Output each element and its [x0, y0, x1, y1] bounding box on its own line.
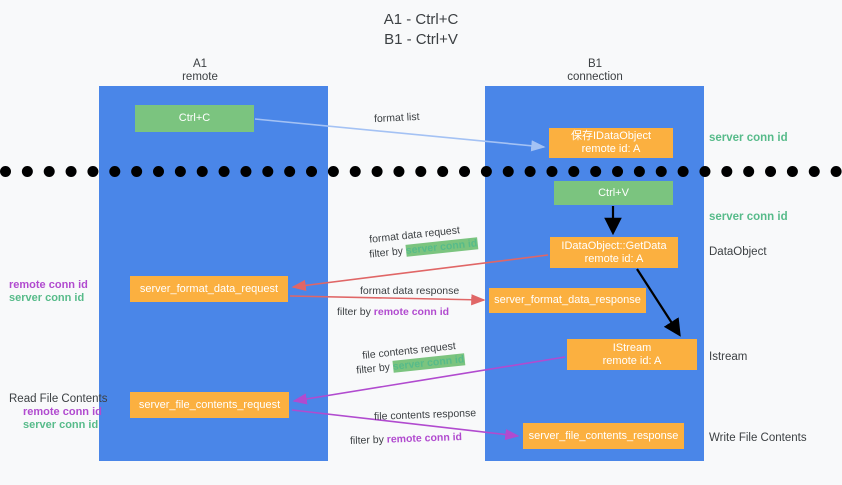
column-a1-subtitle: remote	[182, 71, 218, 83]
filter-value-remote-conn-id: remote conn id	[373, 306, 450, 318]
edge-label-format-data-response-filter: filter by remote conn id	[337, 305, 449, 319]
column-b1-title: B1	[587, 58, 603, 70]
node-ctrl-v-label: Ctrl+V	[598, 186, 629, 199]
node-idataobject[interactable]: 保存IDataObject remote id: A	[549, 128, 673, 158]
annotation-file-remote-conn-id: remote conn id	[23, 406, 102, 418]
annotation-format-remote-conn-id: remote conn id	[9, 279, 88, 291]
node-file-contents-response-label: server_file_contents_response	[528, 429, 679, 442]
phase-divider	[0, 166, 842, 177]
node-getdata-label: IDataObject::GetData	[561, 239, 667, 252]
filter-prefix: filter by	[368, 244, 407, 261]
node-server-file-contents-request[interactable]: server_file_contents_request	[130, 392, 289, 418]
node-server-format-data-request[interactable]: server_format_data_request	[130, 276, 288, 302]
node-getdata-sublabel: remote id: A	[584, 252, 644, 265]
filter-prefix: filter by	[355, 360, 394, 377]
node-ctrl-c-label: Ctrl+C	[178, 112, 211, 124]
edge-label-file-contents-response: file contents response	[373, 407, 477, 423]
node-server-file-contents-response[interactable]: server_file_contents_response	[523, 423, 684, 449]
node-idataobject-label: 保存IDataObject	[570, 130, 652, 142]
node-format-data-response-label: server_format_data_response	[494, 294, 641, 306]
column-a1-title: A1	[192, 58, 208, 70]
annotation-read-file-contents-group: Read File Contents remote conn id server…	[9, 392, 121, 432]
annotation-read-file-contents: Read File Contents	[9, 393, 108, 405]
node-file-contents-request-label: server_file_contents_request	[138, 398, 281, 411]
title-line-2: B1 - Ctrl+V	[384, 31, 458, 48]
node-format-data-request-label: server_format_data_request	[139, 282, 279, 295]
edge-label-format-data-response: format data response	[360, 285, 460, 297]
filter-prefix: filter by	[337, 306, 374, 318]
annotation-format-conn-ids: remote conn id server conn id	[9, 279, 97, 305]
column-header-a1: A1 remote	[135, 58, 265, 84]
node-istream-sublabel: remote id: A	[602, 354, 662, 367]
node-istream-label: IStream	[612, 341, 652, 354]
node-idataobject-getdata[interactable]: IDataObject::GetData remote id: A	[550, 237, 678, 268]
annotation-dataobject: DataObject	[709, 246, 767, 258]
annotation-istream: Istream	[709, 351, 748, 363]
node-istream[interactable]: IStream remote id: A	[567, 339, 697, 370]
node-ctrl-c[interactable]: Ctrl+C	[135, 105, 254, 132]
filter-prefix: filter by	[349, 433, 387, 447]
annotation-format-server-conn-id: server conn id	[9, 292, 85, 304]
annotation-write-file-contents: Write File Contents	[709, 432, 807, 444]
annotation-server-conn-id-top: server conn id	[709, 132, 788, 144]
column-b1-subtitle: connection	[567, 71, 623, 83]
node-idataobject-sublabel: remote id: A	[581, 143, 641, 155]
node-ctrl-v[interactable]: Ctrl+V	[554, 181, 673, 205]
edge-label-format-list: format list	[373, 110, 420, 126]
column-header-b1: B1 connection	[540, 58, 650, 84]
title-line-1: A1 - Ctrl+C	[383, 11, 459, 28]
edge-label-file-contents-response-filter: filter by remote conn id	[350, 430, 462, 448]
annotation-file-server-conn-id: server conn id	[23, 419, 99, 431]
filter-value-remote-conn-id: remote conn id	[386, 431, 463, 446]
page-title: A1 - Ctrl+C B1 - Ctrl+V	[0, 10, 842, 50]
node-server-format-data-response[interactable]: server_format_data_response	[489, 288, 646, 313]
annotation-server-conn-id-mid: server conn id	[709, 211, 788, 223]
